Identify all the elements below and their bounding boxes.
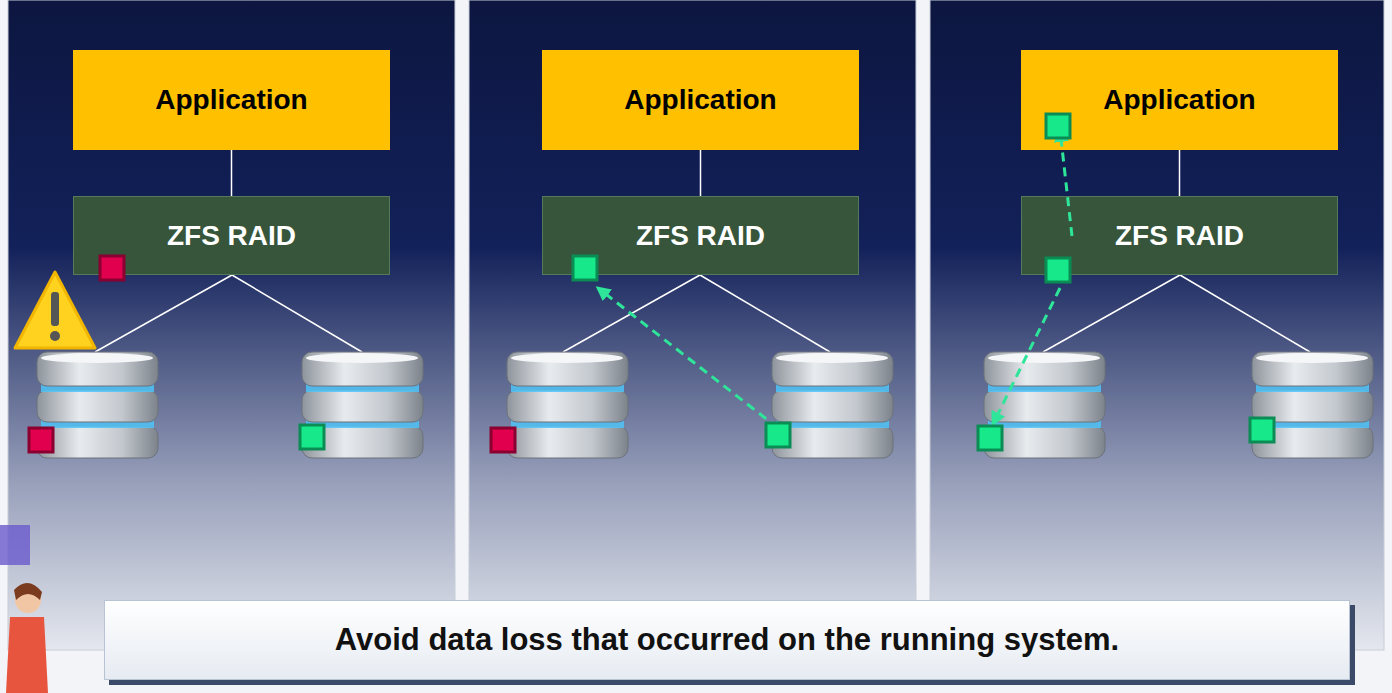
caption-text: Avoid data loss that occurred on the run… — [335, 622, 1119, 658]
zfs-raid-box: ZFS RAID — [73, 196, 390, 275]
connector-line — [231, 150, 233, 196]
application-box: Application — [73, 50, 390, 150]
zfs-raid-box: ZFS RAID — [1021, 196, 1338, 275]
connector-line — [1179, 150, 1181, 196]
connector-line — [700, 150, 702, 196]
box-label: ZFS RAID — [167, 220, 296, 252]
caption-banner: Avoid data loss that occurred on the run… — [104, 600, 1350, 680]
box-label: Application — [155, 84, 307, 116]
zfs-raid-box: ZFS RAID — [542, 196, 859, 275]
application-box: Application — [1021, 50, 1338, 150]
box-label: ZFS RAID — [1115, 220, 1244, 252]
box-label: ZFS RAID — [636, 220, 765, 252]
application-box: Application — [542, 50, 859, 150]
box-label: Application — [1103, 84, 1255, 116]
box-label: Application — [624, 84, 776, 116]
